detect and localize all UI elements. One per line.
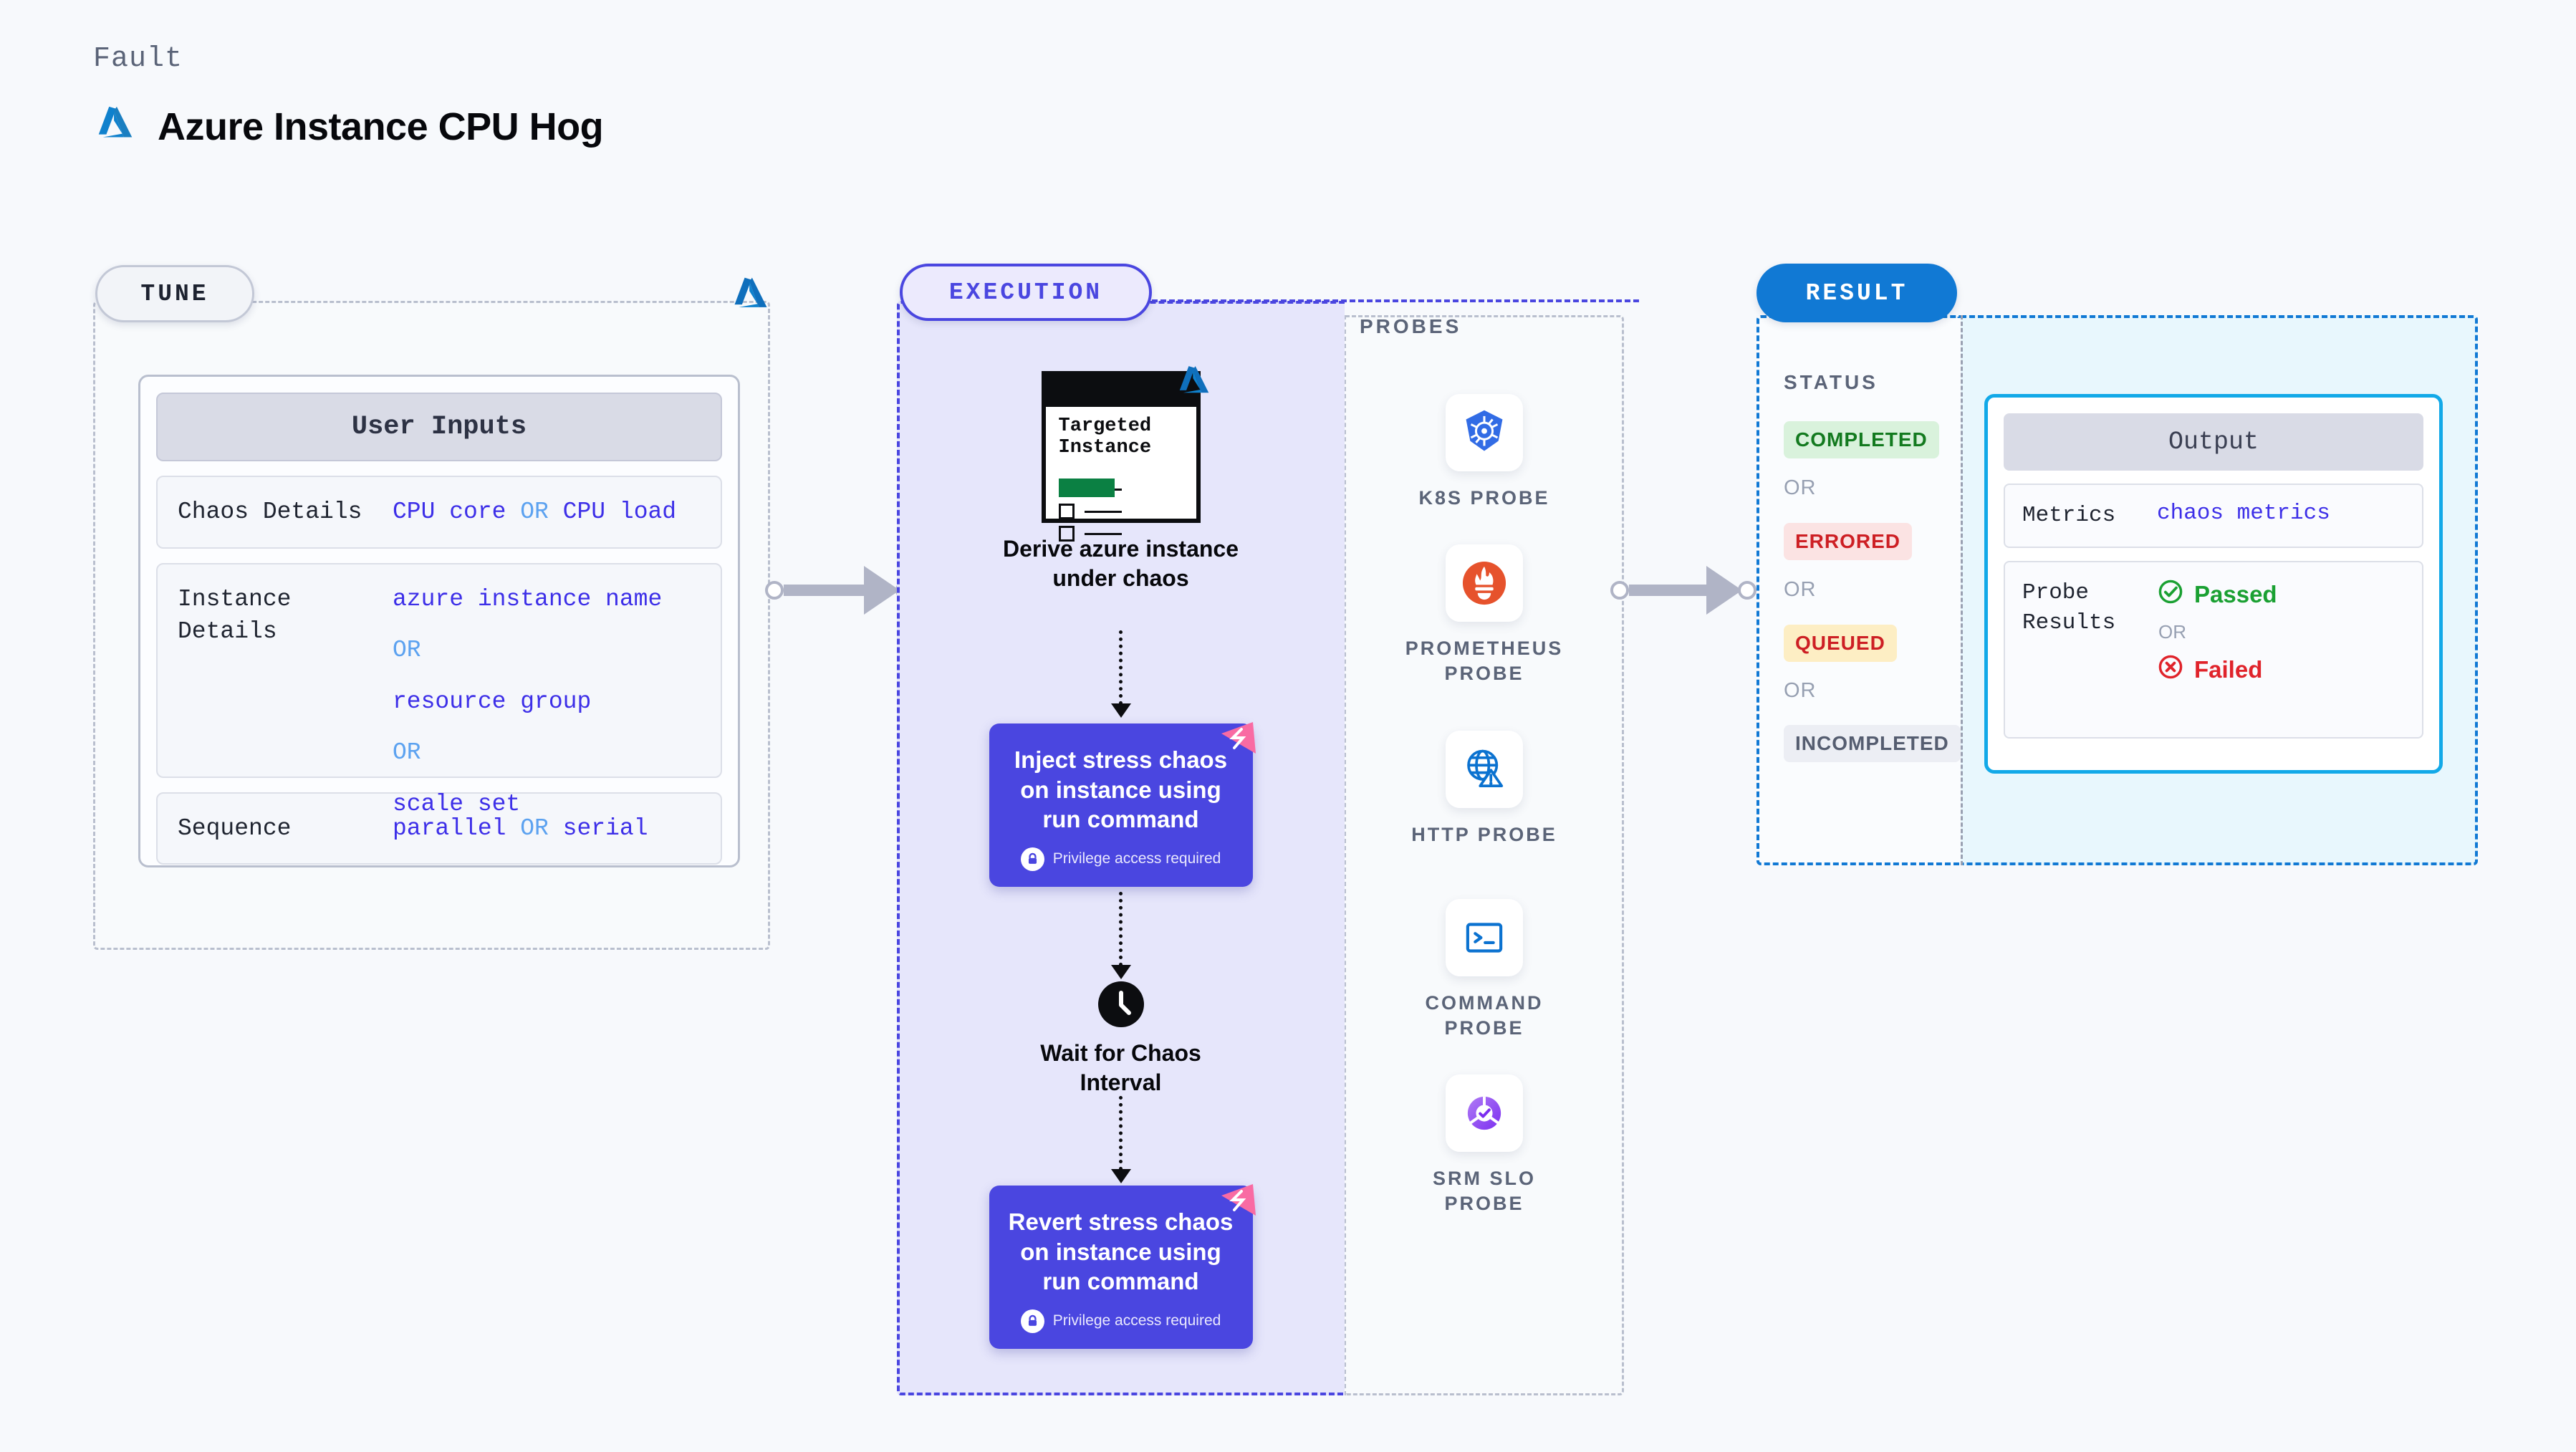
row-value: chaos metrics [2157, 501, 2330, 526]
probe-label: PROMETHEUS PROBE [1405, 638, 1564, 685]
connector-tune-to-execution [765, 566, 914, 615]
row-key: Metrics [2022, 503, 2116, 528]
connector-dot [1610, 581, 1629, 600]
probe-item-k8s[interactable]: K8S PROBE [1345, 394, 1624, 511]
row-value: azure instance name OR resource group OR… [393, 585, 663, 817]
user-inputs-card: User Inputs Chaos Details CPU core OR CP… [138, 375, 740, 867]
harness-ribbon-icon [1211, 1174, 1264, 1227]
result-pill[interactable]: RESULT [1756, 264, 1957, 322]
targeted-instance-document-icon: Targeted Instance [1041, 366, 1208, 542]
execution-pill[interactable]: EXECUTION [900, 264, 1152, 321]
flow-arrow-down [1111, 1096, 1131, 1186]
privilege-note: Privilege access required [1008, 1309, 1234, 1333]
row-key: Chaos Details [178, 499, 362, 525]
privilege-note: Privilege access required [1008, 847, 1234, 871]
flow-arrow-down [1111, 630, 1131, 720]
document-progress-bar [1058, 479, 1115, 497]
connector-arrowhead [864, 566, 900, 615]
probe-label: K8S PROBE [1418, 487, 1550, 509]
page-header: Fault Azure Instance CPU Hog [93, 43, 604, 150]
output-row-metrics: Metrics chaos metrics [2004, 484, 2423, 548]
azure-logo-icon [1175, 362, 1213, 405]
action-card[interactable]: Revert stress chaos on instance using ru… [989, 1184, 1256, 1349]
action-title: Inject stress chaos on instance using ru… [1014, 746, 1228, 833]
harness-ribbon-icon [1211, 712, 1264, 765]
step-caption: Derive azure instance under chaos [1002, 536, 1239, 591]
row-value: CPU core OR CPU load [393, 499, 677, 525]
privilege-text: Privilege access required [1052, 1312, 1221, 1330]
connector-arrowhead [1706, 566, 1742, 615]
execution-step-wait-interval: Wait for Chaos Interval [897, 981, 1345, 1097]
connector-dot [1738, 581, 1756, 600]
probe-item-command[interactable]: COMMAND PROBE [1345, 899, 1624, 1041]
azure-logo-icon [729, 274, 772, 320]
output-title: Output [2004, 413, 2423, 471]
result-panel-divider [1961, 315, 1963, 865]
execution-step-inject-chaos: Inject stress chaos on instance using ru… [897, 722, 1345, 887]
status-or-label: OR [1784, 476, 1817, 499]
connector-dot [765, 581, 784, 600]
probe-item-srm-slo[interactable]: SRM SLO PROBE [1345, 1074, 1624, 1216]
probe-result-failed: Failed [2157, 653, 2277, 686]
step-caption: Wait for Chaos Interval [1040, 1040, 1201, 1095]
probes-panel [1345, 315, 1624, 1395]
tune-row-sequence: Sequence parallel OR serial [156, 792, 722, 865]
status-badge-errored: ERRORED [1784, 523, 1913, 560]
check-circle-icon [2157, 578, 2184, 611]
lock-icon [1020, 1309, 1044, 1333]
clock-icon [1097, 981, 1144, 1027]
status-badge-incompleted: INCOMPLETED [1784, 725, 1961, 762]
status-title: STATUS [1784, 371, 1878, 393]
tune-panel: User Inputs Chaos Details CPU core OR CP… [93, 301, 770, 950]
probe-label: COMMAND PROBE [1425, 992, 1544, 1039]
fault-kind-label: Fault [93, 43, 183, 75]
connector-execution-to-result [1610, 566, 1756, 615]
execution-step-revert-chaos: Revert stress chaos on instance using ru… [897, 1184, 1345, 1349]
page-title: Azure Instance CPU Hog [158, 105, 604, 148]
lock-icon [1020, 847, 1044, 871]
probe-label: SRM SLO PROBE [1432, 1168, 1536, 1215]
status-badge-completed: COMPLETED [1784, 421, 1939, 458]
tune-row-chaos-details: Chaos Details CPU core OR CPU load [156, 476, 722, 549]
status-or-label: OR [1784, 578, 1817, 601]
probe-item-http[interactable]: HTTP PROBE [1345, 731, 1624, 847]
connector-bar [1629, 585, 1706, 596]
prometheus-icon [1446, 544, 1523, 622]
kubernetes-icon [1446, 394, 1523, 471]
row-value: Passed OR Failed [2157, 578, 2277, 686]
x-circle-icon [2157, 653, 2184, 686]
connector-bar [784, 585, 864, 596]
probe-result-or: OR [2158, 620, 2186, 643]
execution-step-derive-instance: Targeted Instance Derive azure instance … [897, 366, 1345, 593]
execution-top-border [1152, 299, 1639, 302]
privilege-text: Privilege access required [1052, 850, 1221, 867]
srm-slo-donut-icon [1446, 1074, 1523, 1152]
probe-item-prometheus[interactable]: PROMETHEUS PROBE [1345, 544, 1624, 686]
status-or-label: OR [1784, 679, 1817, 702]
probe-result-passed: Passed [2157, 578, 2277, 611]
title-row: Azure Instance CPU Hog [93, 102, 604, 150]
row-value: parallel OR serial [393, 814, 648, 842]
flow-arrow-down [1111, 892, 1131, 981]
result-status-panel [1756, 315, 1961, 865]
document-title: Targeted Instance [1058, 415, 1152, 459]
row-key: Sequence [178, 814, 292, 842]
terminal-icon [1446, 899, 1523, 976]
http-globe-warning-icon [1446, 731, 1523, 808]
user-inputs-title: User Inputs [156, 393, 722, 461]
action-title: Revert stress chaos on instance using ru… [1008, 1208, 1234, 1295]
action-card[interactable]: Inject stress chaos on instance using ru… [989, 722, 1256, 887]
azure-logo-icon [93, 102, 138, 150]
status-badge-queued: QUEUED [1784, 625, 1897, 662]
document-titlebar [1045, 375, 1196, 407]
probe-label: HTTP PROBE [1411, 824, 1557, 845]
tune-pill[interactable]: TUNE [95, 265, 254, 322]
probes-title: PROBES [1360, 315, 1462, 337]
